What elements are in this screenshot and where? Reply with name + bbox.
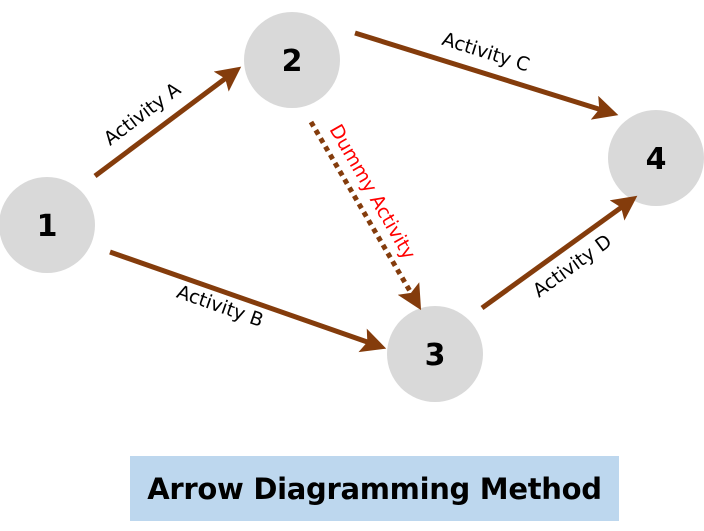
node-1: 1 [0, 177, 95, 273]
node-circle [0, 177, 95, 273]
edge-label-dummy-activity: Dummy Activity [325, 121, 420, 264]
edge-dummy-activity: Dummy Activity [308, 120, 422, 311]
title-banner: Arrow Diagramming Method [130, 456, 619, 521]
node-2: 2 [244, 12, 340, 108]
node-label: 4 [646, 142, 667, 177]
arrow-activity-d [480, 195, 638, 311]
diagram-title: Arrow Diagramming Method [147, 471, 602, 506]
edge-activity-d: Activity D [480, 195, 638, 311]
node-4: 4 [608, 110, 704, 206]
arrow-dummy-activity [308, 120, 422, 311]
edge-activity-b: Activity B [109, 249, 387, 353]
node-circle [387, 306, 483, 402]
arrow-activity-c [354, 30, 619, 120]
node-label: 3 [425, 338, 446, 373]
edge-label-activity-c: Activity C [439, 28, 532, 76]
node-3: 3 [387, 306, 483, 402]
node-circle [608, 110, 704, 206]
node-label: 1 [37, 209, 58, 244]
node-label: 2 [282, 44, 303, 79]
edge-activity-a: Activity A [93, 66, 242, 179]
node-circle [244, 12, 340, 108]
arrow-activity-a [93, 66, 242, 179]
arrow-activity-b [109, 249, 387, 353]
edge-activity-c: Activity C [354, 28, 619, 120]
